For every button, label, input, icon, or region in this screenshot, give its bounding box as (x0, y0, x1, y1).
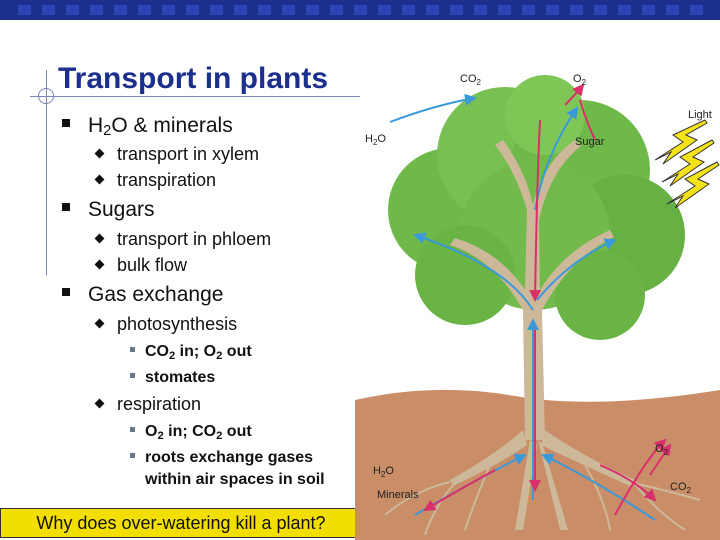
bullet-text: Gas exchange (88, 283, 224, 306)
phloem-and-gas-arrows (423, 83, 672, 516)
bullet-photosynthesis: photosynthesis (94, 314, 238, 335)
bullet-text: respiration (117, 394, 202, 414)
bullet-text: Sugars (88, 198, 155, 221)
bar-segment (258, 5, 271, 15)
bar-segment (138, 5, 151, 15)
bullet-text: transport in phloem (117, 229, 272, 249)
bar-segment (498, 5, 511, 15)
diamond-bullet-icon (94, 233, 105, 244)
diamond-bullet-icon (94, 398, 105, 409)
bar-segment (90, 5, 103, 15)
bullet-text: transpiration (117, 170, 217, 190)
diamond-bullet-icon (94, 148, 105, 159)
label-h2o-bottom: H2O (373, 465, 394, 479)
label-h2o-top: H2O (365, 133, 386, 147)
label-co2-top: CO2 (460, 73, 482, 87)
bullet-text: bulk flow (117, 255, 188, 275)
bullet-respiration: respiration (94, 394, 202, 415)
bar-segment (234, 5, 247, 15)
small-square-bullet-icon (130, 453, 135, 458)
bullet-roots-exchange: roots exchange gases (130, 447, 313, 469)
top-bar (0, 0, 720, 20)
bullet-text: O (145, 423, 158, 440)
guide-line-horizontal (30, 96, 360, 97)
bullet-text: roots exchange gases (145, 449, 314, 466)
bullet-text: photosynthesis (117, 314, 238, 334)
bar-segment (474, 5, 487, 15)
bullet-transpiration: transpiration (94, 170, 217, 191)
bullet-text: within air spaces in soil (145, 471, 325, 488)
plant-transport-diagram: CO2 O2 Light H2O Sugar H2O Minerals O2 C… (355, 73, 720, 540)
crosshair-icon (38, 88, 54, 104)
bullet-text: H (88, 114, 104, 137)
bullet-sugars: Sugars (62, 198, 155, 222)
label-light: Light (688, 109, 712, 121)
bar-segment (42, 5, 55, 15)
bar-segment (618, 5, 631, 15)
small-square-bullet-icon (130, 347, 135, 352)
bar-segment (666, 5, 679, 15)
bullet-roots-exchange-cont: within air spaces in soil (145, 469, 325, 491)
bar-segment (402, 5, 415, 15)
light-bolts-icon (654, 119, 720, 209)
bullet-text: out (222, 423, 252, 440)
label-co2-right: CO2 (670, 481, 692, 495)
label-o2-top: O2 (573, 73, 587, 87)
small-square-bullet-icon (130, 427, 135, 432)
label-minerals: Minerals (377, 489, 419, 501)
subscript: 2 (169, 350, 176, 362)
bullet-xylem: transport in xylem (94, 144, 260, 165)
diamond-bullet-icon (94, 259, 105, 270)
bar-segment (186, 5, 199, 15)
bullet-text: in; O (175, 343, 217, 360)
bullet-stomates: stomates (130, 367, 215, 389)
bullet-co2-in: CO2 in; O2 out (130, 341, 252, 367)
bullet-water-minerals: H2O & minerals (62, 114, 233, 139)
square-bullet-icon (62, 119, 70, 127)
question-box: Why does over-watering kill a plant? (0, 508, 362, 538)
bar-segment (330, 5, 343, 15)
bar-segment (210, 5, 223, 15)
bar-segment (594, 5, 607, 15)
bar-segment (354, 5, 367, 15)
small-square-bullet-icon (130, 373, 135, 378)
label-o2-right: O2 (655, 443, 669, 457)
bar-segment (426, 5, 439, 15)
bar-segment (378, 5, 391, 15)
bullet-text: transport in xylem (117, 144, 260, 164)
bar-segment (162, 5, 175, 15)
diamond-bullet-icon (94, 318, 105, 329)
bullet-text: in; CO (163, 423, 217, 440)
square-bullet-icon (62, 203, 70, 211)
bar-segment (450, 5, 463, 15)
bullet-gas-exchange: Gas exchange (62, 283, 223, 307)
guide-line-vertical (46, 70, 47, 275)
bar-segment (66, 5, 79, 15)
bar-segment (546, 5, 559, 15)
bullet-bulk-flow: bulk flow (94, 255, 188, 276)
slide-title: Transport in plants (58, 62, 329, 95)
bar-segment (282, 5, 295, 15)
bullet-phloem: transport in phloem (94, 229, 272, 250)
bar-segment (306, 5, 319, 15)
bullet-text: out (222, 343, 252, 360)
bar-segment (690, 5, 703, 15)
bar-segment (18, 5, 31, 15)
square-bullet-icon (62, 288, 70, 296)
subscript: 2 (216, 350, 223, 362)
bar-segment (642, 5, 655, 15)
bar-segment (570, 5, 583, 15)
roots (384, 464, 701, 536)
subscript: 2 (103, 123, 112, 139)
diamond-bullet-icon (94, 174, 105, 185)
subscript: 2 (216, 430, 223, 442)
bar-segment (522, 5, 535, 15)
bullet-text: O & minerals (111, 114, 233, 137)
bullet-text: CO (145, 343, 169, 360)
subscript: 2 (157, 430, 164, 442)
bullet-text: stomates (145, 369, 216, 386)
bar-segment (114, 5, 127, 15)
label-sugar: Sugar (575, 136, 605, 148)
bullet-o2-in: O2 in; CO2 out (130, 421, 252, 447)
